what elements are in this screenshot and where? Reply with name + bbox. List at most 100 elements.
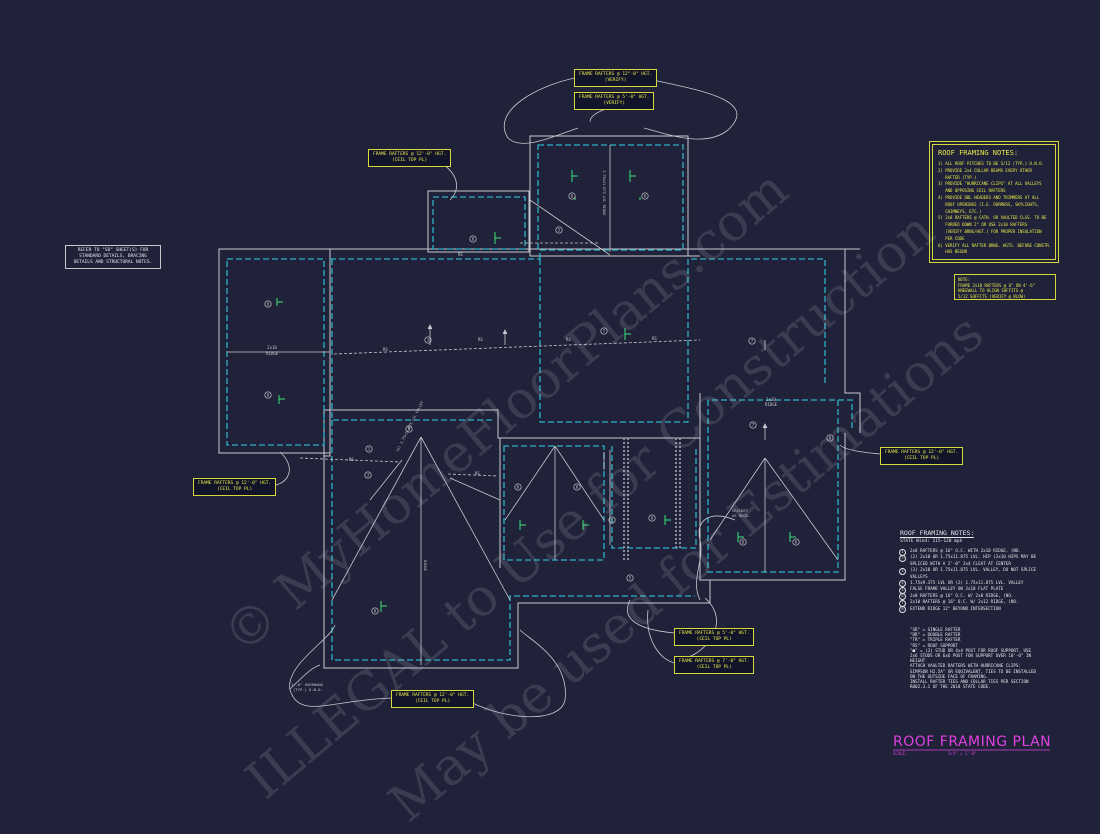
overhang-label: 1'-6" OVERHANG (TYP.) U.N.O. [291,682,324,692]
svg-text:3: 3 [367,473,370,478]
legend-symbol: 3 [899,567,906,575]
svg-text:6: 6 [576,485,579,490]
legend-abbrev-line: "■" = (3) STUD OR 4x4 POST FOR ROOF SUPP… [910,647,1032,653]
scale-value: 1/4" = 1'-0" [947,751,977,756]
callout-bottom-line2: (CEIL TOP PL) [414,699,451,704]
callout-upper-left-line1: FRAME RAFTERS @ 12'-0" HGT. [373,152,447,157]
callout-upper-left: FRAME RAFTERS @ 12'-0" HGT. (CEIL TOP PL… [368,149,452,167]
rs-label-4: RS [652,336,657,341]
callout-left-line2: (CEIL TOP PL) [216,487,253,492]
ridge-size-right: 2x10 [766,397,776,402]
kneewall-note-line: FRAME 2x10 RAFTERS @ 6" ON 4'-6" [958,283,1036,288]
legend-item: SPLICED WITH A 2'-0" 2x4 CLEAT AT CENTER [898,561,1058,567]
svg-text:6: 6 [651,516,654,521]
circled-symbols [264,192,834,615]
notes-box-item: PER CODE [938,235,965,241]
callout-mid-7ft: FRAME RAFTERS @ 7'-0" HGT. (CEIL TOP PL) [674,656,755,674]
legend-item: 2(2) 2x10 OR 1.75x11.875 LVL. HIP (2x10 … [898,554,1058,562]
legend-abbrev-line: "RS" = ROOF SUPPORT [910,642,958,648]
ridge-size-left: 2x10 [267,345,277,350]
callout-right-line2: (CEIL TOP PL) [903,456,940,461]
svg-text:6: 6 [571,194,574,199]
notes-box-item: 2) PROVIDE 2x4 COLLAR BEAMS EVERY OTHER [938,167,1032,173]
rafter-arrows [427,324,768,470]
sheet-ref-line2: STANDARD DETAILS, BRACING [79,254,147,259]
notes-box-item: 1) ALL ROOF PITCHES TO BE 5/12 (TYP.) U.… [938,161,1044,166]
legend-subtitle: STATE Wind: 115-120 mph [900,539,963,544]
kneewall-note-line: 5/12 SOFFITS (VERIFY @ BLOW) [958,293,1026,299]
legend-item: 8 EXTEND RIDGE 12" BEYOND INTERSECTION [898,605,1058,614]
legend-abbrev-line: INSTALL RAFTER TIES AND COLLAR TIES PER … [910,679,1029,685]
ridge-word-left: RIDGE [266,351,279,356]
cricket-line1: CRICKET [732,508,749,513]
svg-text:6: 6 [517,485,520,490]
callout-left-line1: FRAME RAFTERS @ 12'-0" HGT. [198,481,272,486]
notes-box-item: ROOF OPENINGS (I.E. DORMERS, SKYLIGHTS, [938,201,1040,207]
sheet-reference-note: REFER TO "SD" SHEET(S) FOR STANDARD DETA… [65,245,161,269]
svg-text:5: 5 [558,228,561,233]
callout-top-12ft-line1: FRAME RAFTERS @ 12"-0" HGT. [579,72,653,77]
kneewall-note-box: NOTE: FRAME 2x10 RAFTERS @ 6" ON 4'-6"KN… [954,274,1056,300]
legend-text: SPLICED WITH A 2'-0" 2x4 CLEAT AT CENTER [910,560,1011,566]
legend-abbrev-line: HEIGHT [910,658,926,664]
callout-top-12ft: FRAME RAFTERS @ 12"-0" HGT. (VERIFY) [574,69,658,87]
notes-box-item: (VERIFY BRNG/HGT.) FOR PROPER INSULATION [938,228,1042,234]
lvl-ridge-label: 1.75x11.875 LVL RIDGE [602,170,606,215]
rs-label-5: RS [458,252,463,257]
svg-text:1: 1 [368,447,371,452]
svg-text:6: 6 [795,540,798,545]
legend-abbrev-line: SIMPSON H2.5A" OR EQUIVALENT, TIES TO BE… [910,668,1037,674]
svg-text:6: 6 [472,237,475,242]
rs-labels: RS RS RS RS RS RS RS [349,252,657,476]
callout-mid-7ft-line2: (CEIL TOP PL) [696,665,732,670]
callout-left: FRAME RAFTERS @ 12'-0" HGT. (CEIL TOP PL… [193,478,277,496]
legend-abbrev-line: ON THE OUTSIDE FACE OF FRAMING. [910,673,989,679]
overhang-line2: (TYP.) U.N.O. [293,687,323,692]
svg-text:8: 8 [408,427,411,432]
svg-text:1: 1 [427,338,430,343]
callout-mid-7ft-line1: FRAME RAFTERS @ 7'-0" HGT. [679,659,750,664]
svg-text:6: 6 [742,540,745,545]
dashed-wall-lines [226,144,853,661]
legend-text: (3) 2x10 OR 1.75x11.875 LVL. VALLEY, DO … [910,567,1037,573]
callout-top-5ft: FRAME RAFTERS @ 5'-0" HGT. (VERIFY) [574,92,655,110]
rs-label-2: RS [478,337,483,342]
notes-box-item: AND OPPOSING CEIL RAFTERS [938,188,1006,194]
legend-text: EXTEND RIDGE 12" BEYOND INTERSECTION [910,605,1001,611]
rs-label-6: RS [349,457,354,462]
notes-box-items: 1) ALL ROOF PITCHES TO BE 5/12 (TYP.) U.… [938,161,1051,256]
legend-symbol: 2 [899,554,906,562]
legend-abbrev-line: "TR" = TRIPLE RAFTER [910,637,961,643]
callout-right: FRAME RAFTERS @ 12'-0" HGT. (CEIL TOP PL… [880,447,964,465]
roof-framing-notes-box: ROOF FRAMING NOTES: 1) ALL ROOF PITCHES … [929,141,1059,263]
callout-right-line1: FRAME RAFTERS @ 12'-0" HGT. [885,450,959,455]
kneewall-note-line: KNEEWALL TO ALIGN SOFFITS @ [958,288,1024,294]
legend-text: 2x10 RAFTERS @ 16" O.C. W/ 2x12 RIDGE, (… [910,599,1019,605]
outer-wall-outline [218,135,861,669]
drawing-title: ROOF FRAMING PLAN [893,734,1052,750]
legend-symbol: 8 [899,606,906,614]
rs-label-7: RS [475,471,480,476]
notes-box-item: FURRED DOWN 2" OR USE 2x10 RAFTERS [938,222,1028,228]
rs-label-3: RS [566,337,571,342]
support-columns [623,438,681,560]
legend-abbrev-line: ATTACH VAULTED RAFTERS WITH HURRICANE CL… [910,663,1021,669]
svg-text:7: 7 [751,339,754,344]
legend-text: FALSE FRAME VALLEY ON 2x10 FLAT PLATE [910,586,1004,592]
svg-text:8: 8 [829,436,832,441]
callout-bottom-line1: FRAME RAFTERS @ 12'-0" HGT. [396,693,470,698]
notes-box-item: CHIMNEYS, ETC.) [938,208,982,214]
svg-text:7: 7 [752,423,755,428]
notes-box-item: 6) VERIFY ALL RAFTER BRNG. HGTS. BEFORE … [938,242,1052,248]
legend-text: 1.75x9.375 LVL OR (2) 1.75x11.875 LVL. V… [910,579,1024,585]
center-ridge-dashed [299,242,701,477]
ridge-word-right: RIDGE [765,402,778,407]
rs-label-1: RS [383,347,388,352]
legend-abbreviations: "SR" = SINGLE RAFTER"DR" = DOUBLE RAFTER… [900,627,1060,689]
legend-text: 2x8 RAFTERS @ 16" O.C. W/ 2x8 RIDGE, (NO… [910,592,1014,598]
cricket-label: CRICKET AS REQD. [732,508,750,518]
framing-marks [276,170,796,612]
legend-title: ROOF FRAMING NOTES: [900,529,975,538]
